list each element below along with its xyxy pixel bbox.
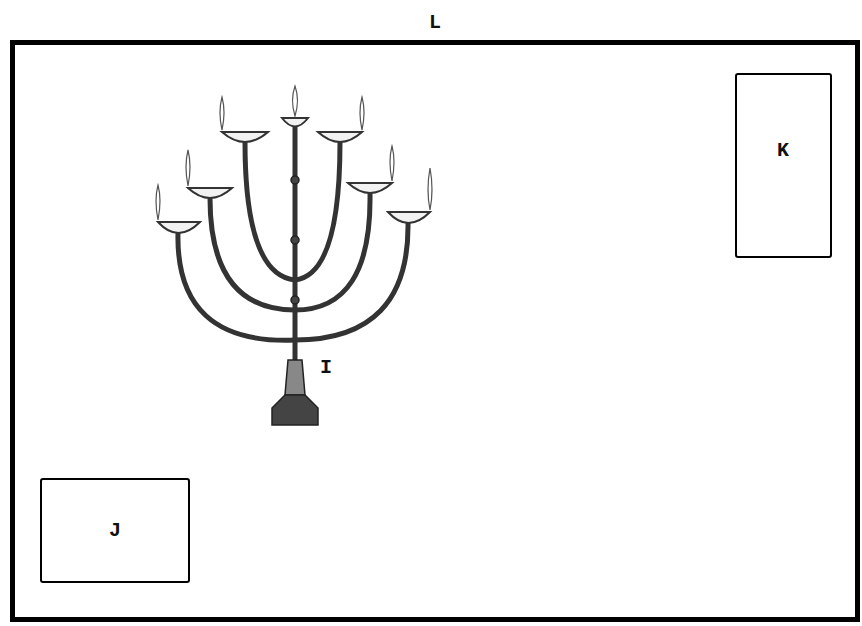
part-box: K	[735, 73, 832, 258]
box-label: K	[777, 139, 789, 162]
frame-box: LKJ	[10, 40, 860, 622]
box-label: J	[109, 519, 121, 542]
frame-label: L	[429, 11, 441, 34]
part-box: J	[40, 478, 190, 583]
part-label: I	[318, 356, 334, 379]
